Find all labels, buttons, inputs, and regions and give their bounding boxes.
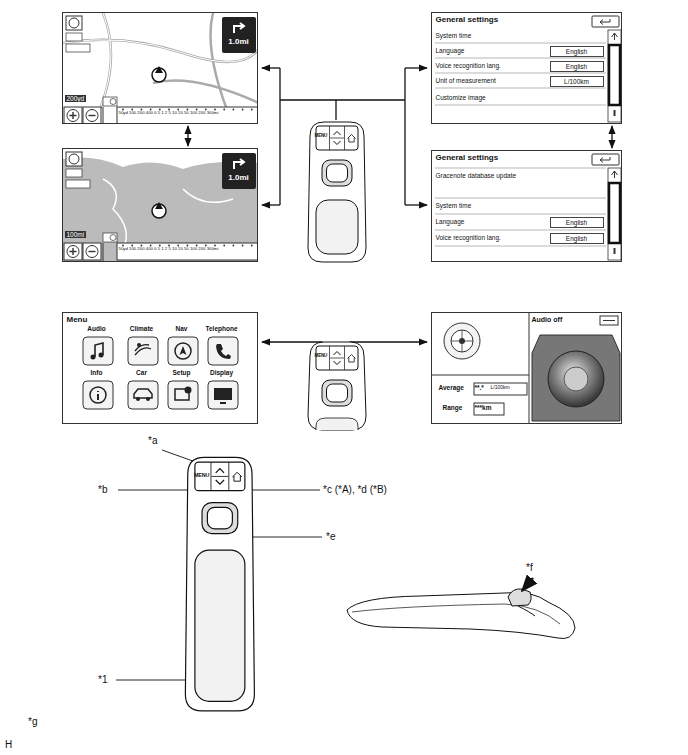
setting-value: L/100km [550,76,604,87]
callout-label: *c (*A), *d (*B) [323,484,387,495]
screen-text: Gracenote database update [436,172,517,179]
callout-label: *g [28,716,37,727]
callout-label: *1 [98,674,107,685]
screen-text: Car [114,369,170,376]
screen-text: Audio [69,325,125,332]
screen-text: Language [436,47,465,54]
screen-graphic [63,149,258,262]
screen-text: Climate [114,325,170,332]
setting-value: English [550,217,604,228]
callout-label: *b [98,484,107,495]
screen-text: General settings [436,153,499,162]
screen-text: Setup [154,369,210,376]
screen-text: Unit of measurement [436,77,496,84]
screen-text: Info [69,369,125,376]
screen-panel: 1.0mi 100mi 50yd 100 200 400 0.5 1 2 5 10 … [62,148,258,262]
setting-value: English [550,233,604,244]
button-label: MENU [315,133,328,138]
screen-text: Voice recognition lang. [436,62,501,69]
screen-text: Audio off [532,316,563,324]
screen-panel: MenuAudioClimateNavTelephoneInfoCarSetup… [62,312,258,424]
setting-value: English [550,61,604,72]
screen-text: 200yd [65,95,87,102]
screen-panel: 1.0mi 200yd 50yd 100 200 400 0.5 1 2 5 10 … [62,12,258,124]
screen-text: 50yd 100 200 400 0.5 1 2 5 10 20 50 100 … [119,247,219,252]
screen-text: Range [443,404,463,411]
screen-text: Display [194,369,250,376]
screen-text: Language [436,218,465,225]
screen-text: L/100km [491,385,510,391]
screen-text: System time [436,202,472,209]
screen-text: 1.0mi [223,37,255,46]
screen-graphic [63,13,258,124]
double-arrow [187,126,188,146]
screen-text: ***km [475,404,492,411]
screen-text: Telephone [194,325,250,332]
screen-text: Voice recognition lang. [436,234,501,241]
screen-text: 50yd 100 200 400 0.5 1 2 5 10 20 50 100 … [119,111,219,116]
screen-text: Customize image [436,94,486,101]
button-label: MENU [315,353,328,358]
screen-text: 100mi [65,231,87,238]
callout-label: H [5,739,12,750]
screen-panel: General settingsSystem timeLanguageEngli… [431,12,622,124]
double-arrow [611,126,612,148]
callout-label: *e [326,531,335,542]
setting-value: English [550,46,604,57]
screen-panel: General settingsGracenote database updat… [431,150,622,262]
screen-text: 1.0mi [223,173,255,182]
screen-text: Average [439,384,464,391]
button-label: MENU [194,473,209,479]
screen-panel: Audio offAverage **.* L/100kmRange ***km [431,312,622,424]
screen-text: Nav [154,325,210,332]
screen-text: System time [436,32,472,39]
screen-text: General settings [436,15,499,24]
callout-label: *f [526,562,533,573]
screen-text: **.* [475,384,484,391]
callout-label: *a [148,435,157,446]
screen-text: Menu [67,315,88,324]
